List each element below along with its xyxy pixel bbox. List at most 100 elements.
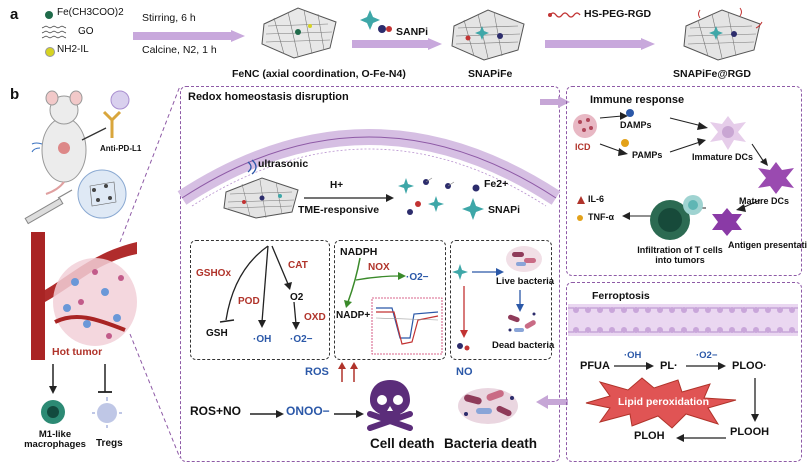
ploo-label: PLOO· [732, 360, 767, 372]
ploh-label: PLOH [634, 430, 665, 442]
oxd-o2-radical-label: ·O2− [290, 334, 313, 345]
ultrasonic-wave-icon [247, 159, 257, 175]
immune-arrows [599, 112, 768, 220]
fe2-label: Fe2+ [484, 178, 509, 190]
onoo-to-death-arrow [334, 410, 364, 418]
immune-title: Immune response [590, 94, 685, 106]
redox-frame [180, 86, 560, 462]
tregs-label: Tregs [96, 438, 123, 449]
cell-death-label: Cell death [370, 436, 435, 451]
damps-label: DAMPs [620, 120, 652, 130]
ferro-o2-label: ·O2− [696, 350, 718, 361]
cell-membrane [177, 129, 561, 207]
oxd-label: OXD [304, 312, 326, 323]
fe-acetate-label: Fe(CH3COO)2 [57, 7, 124, 18]
immature-dc-icon [710, 116, 746, 150]
t-cell-icon [650, 200, 690, 240]
hot-tumor-label: Hot tumor [52, 346, 103, 358]
step1-top-label: Stirring, 6 h [142, 12, 196, 24]
infiltration-label: Infiltration of T cells into tumors [637, 245, 723, 265]
snapi-label: SNAPi [488, 204, 521, 216]
tumor-to-m1-arrow [49, 364, 57, 394]
step1-arrow [133, 30, 245, 42]
fenc-label: FeNC (axial coordination, O-Fe-N4) [232, 68, 406, 80]
nadp-label: NADP+ [336, 310, 371, 321]
ros-no-reaction-label: ROS+NO [190, 404, 242, 418]
ferroptosis-membrane [568, 304, 798, 336]
ros-label: ROS [305, 366, 329, 378]
ferro-oh-label: ·OH [624, 350, 642, 361]
cat-label: CAT [288, 260, 308, 271]
sanpi-conjugate-icon [378, 25, 392, 33]
panel-b-label: b [10, 86, 20, 103]
mature-dcs-label: Mature DCs [739, 196, 790, 206]
m1-macrophages-label: M1-like macrophages [24, 429, 86, 451]
enzyme-arrows [219, 245, 300, 330]
bacteria-death-label: Bacteria death [444, 436, 538, 451]
reaction-arrow [250, 410, 284, 418]
bacteria-death-icon [458, 388, 518, 424]
zoom-lines [119, 85, 181, 459]
redox-to-immune-arrow [540, 96, 570, 108]
snapife-rgd-sheet-icon [683, 7, 763, 61]
sanpi-icon [360, 10, 380, 30]
anti-pd-l1-icon [102, 90, 130, 138]
snapife-label: SNAPiFe [468, 68, 513, 80]
antigen-label: Antigen presentation [728, 240, 807, 250]
tnf-label: TNF-α [588, 212, 615, 222]
skull-icon [367, 380, 413, 431]
icd-label: ICD [575, 142, 591, 152]
plooh-label: PLOOH [730, 426, 770, 438]
pl-to-ploo-arrow [686, 362, 726, 370]
small-t-cell-icon [683, 195, 703, 215]
tregs-icon [92, 397, 122, 428]
syringe-icon [24, 169, 127, 225]
live-bacteria-icon [506, 246, 542, 272]
pl-label: PL· [660, 360, 678, 372]
snapife-sheet-icon [451, 9, 525, 61]
enzyme-box [190, 240, 330, 360]
lipid-peroxidation-burst [585, 377, 737, 429]
pamps-icon [621, 139, 629, 147]
nox-label: NOX [368, 262, 390, 273]
dead-bacteria-label: Dead bacteria [492, 340, 555, 351]
dead-bacteria-icon [508, 312, 536, 332]
immune-frame [566, 86, 802, 276]
ultrasonic-label: ultrasonic [258, 158, 309, 170]
panel-a-label: a [10, 6, 19, 23]
pod-label: POD [238, 296, 260, 307]
redox-nanosheet-icon [223, 177, 299, 219]
snapife-rgd-label: SNAPiFe@RGD [673, 68, 751, 80]
redox-title: Redox homeostasis disruption [188, 91, 349, 103]
step3-arrow [545, 38, 655, 50]
tnf-icon [577, 215, 583, 221]
peg-chain-icon [548, 12, 581, 18]
tumor-inhibit-tregs-line [98, 364, 112, 393]
il6-label: IL-6 [588, 194, 605, 204]
tme-arrow [304, 194, 394, 202]
nh2-il-label: NH2-IL [57, 44, 89, 55]
nox-arrows [344, 257, 406, 308]
pod-oh-label: ·OH [253, 334, 272, 345]
lipid-peroxidation-label: Lipid peroxidation [618, 396, 709, 408]
bacteria-arrows [452, 264, 524, 351]
nh2-il-icon [45, 47, 55, 57]
icd-cell-icon [573, 114, 597, 138]
ferroptosis-frame [566, 282, 802, 462]
mature-dc-icon [758, 162, 794, 194]
o2-label: O2 [290, 292, 304, 303]
ferroptosis-to-redox-arrow [536, 395, 568, 409]
mouse-icon [31, 90, 107, 195]
ros-up-arrows [338, 362, 358, 382]
nadph-label: NADPH [340, 246, 378, 258]
peg-reagent-label: HS-PEG-RGD [584, 8, 652, 20]
damps-icon [626, 109, 634, 117]
gsh-label: GSH [206, 328, 228, 339]
gshox-label: GSHOx [196, 268, 232, 279]
tme-responsive-label: TME-responsive [298, 204, 380, 216]
pfua-to-pl-arrow [614, 362, 654, 370]
h-plus-label: H+ [330, 180, 344, 191]
hot-tumor-icon [31, 232, 137, 360]
sanpi-reagent-label: SANPi [396, 26, 429, 38]
ploo-to-plooh-arrow [751, 378, 759, 422]
